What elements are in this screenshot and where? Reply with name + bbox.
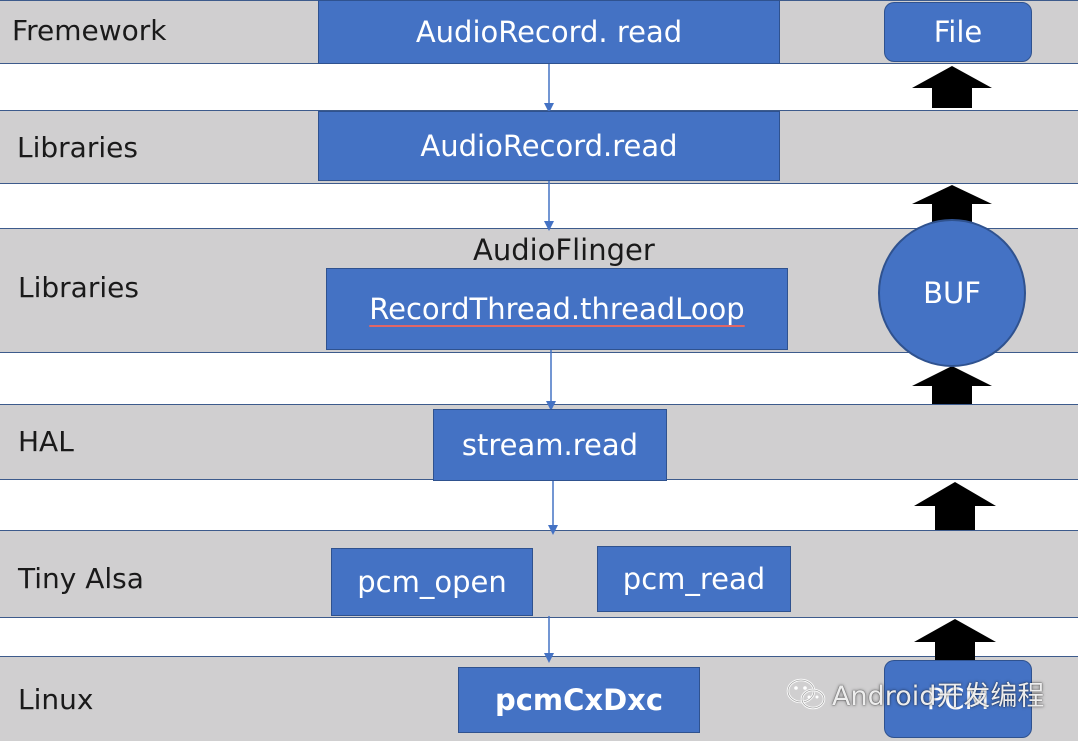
buf-circle: BUF xyxy=(878,219,1026,367)
up-arrow-hal-to-buf xyxy=(912,366,992,404)
box-label: pcmCxDxc xyxy=(494,683,664,717)
stream-read-box: stream.read xyxy=(433,409,667,481)
pcm-open-box: pcm_open xyxy=(331,548,533,616)
box-label: PCM xyxy=(926,682,990,716)
record-thread-box: RecordThread.threadLoop xyxy=(326,268,788,350)
up-arrow-linux-to-tinyalsa xyxy=(914,619,996,660)
watermark: Android开发编程 xyxy=(786,674,1044,713)
watermark-text: Android开发编程 xyxy=(832,681,1045,712)
audioflinger-heading: AudioFlinger xyxy=(473,233,655,267)
layer-label: HAL xyxy=(18,425,74,458)
circle-label: BUF xyxy=(923,276,981,310)
pcm-box: PCM xyxy=(884,660,1032,738)
box-label: pcm_open xyxy=(357,565,507,599)
up-arrow-to-buf xyxy=(912,185,992,224)
up-arrow-buf-to-file xyxy=(912,66,992,108)
layer-label: Libraries xyxy=(17,131,138,164)
audiorecord-read-libraries-box: AudioRecord.read xyxy=(318,111,780,181)
box-label: File xyxy=(933,15,983,49)
box-label: RecordThread.threadLoop xyxy=(369,292,745,326)
layer-label: Linux xyxy=(18,683,94,716)
box-label: AudioRecord.read xyxy=(420,129,678,163)
wechat-icon xyxy=(786,678,826,709)
layer-label: Libraries xyxy=(18,271,139,304)
audiorecord-read-framework-box: AudioRecord. read xyxy=(318,0,780,64)
layer-tiny-alsa xyxy=(0,530,1078,618)
up-arrow-tinyalsa-to-hal xyxy=(914,482,996,530)
box-label: stream.read xyxy=(461,428,639,462)
box-label: pcm_read xyxy=(622,562,766,596)
pcm-device-box: pcmCxDxc xyxy=(458,667,700,733)
file-box: File xyxy=(884,2,1032,62)
layer-label: Fremework xyxy=(12,14,167,47)
layer-label: Tiny Alsa xyxy=(18,562,144,595)
pcm-read-box: pcm_read xyxy=(597,546,791,612)
box-label: AudioRecord. read xyxy=(415,15,683,49)
